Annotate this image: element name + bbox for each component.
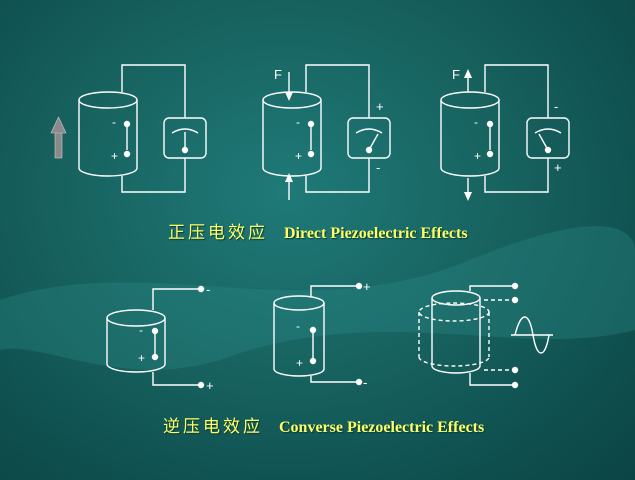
force-label: F (452, 67, 460, 82)
direct-effect-caption: 正压电效应 Direct Piezoelectric Effects (168, 218, 468, 243)
terminal (197, 381, 205, 389)
wire (152, 288, 200, 310)
direct-effect-2: - + + - F (262, 64, 391, 200)
terminal (511, 282, 519, 290)
meter (347, 117, 391, 159)
meter (163, 117, 207, 159)
minus-label: - (554, 99, 558, 114)
up-arrow-icon (285, 173, 293, 200)
wire (305, 64, 370, 118)
terminal (511, 366, 519, 374)
converse-caption-cn: 逆压电效应 (163, 417, 263, 437)
minus-label: - (363, 375, 367, 390)
sine-wave-icon (511, 316, 553, 354)
down-arrow-icon (464, 178, 472, 201)
cylinder (431, 290, 481, 374)
converse-effect-2: - + + - (273, 279, 371, 390)
down-arrow-icon (285, 72, 293, 101)
minus-label: - (112, 115, 116, 129)
terminal (511, 296, 519, 304)
minus-label: - (139, 323, 143, 337)
plus-label: + (295, 149, 302, 163)
converse-effect-3 (418, 282, 553, 389)
terminal (355, 282, 363, 290)
charge-switch (151, 327, 159, 361)
wire (469, 285, 514, 291)
wire (310, 285, 358, 296)
wire (469, 373, 514, 386)
terminal (197, 285, 205, 293)
charge-switch (486, 120, 494, 158)
plus-label: + (376, 99, 384, 114)
converse-effect-caption: 逆压电效应 Converse Piezoelectric Effects (163, 412, 484, 437)
cylinder (440, 91, 500, 177)
minus-label: - (206, 282, 210, 297)
force-label: F (274, 67, 282, 82)
terminal (355, 378, 363, 386)
plus-label: + (206, 378, 214, 393)
direct-caption-cn: 正压电效应 (168, 223, 268, 243)
dashed-cylinder (418, 302, 490, 367)
direct-caption-en: Direct Piezoelectric Effects (284, 225, 468, 242)
charge-switch (307, 120, 315, 158)
cylinder (273, 295, 325, 377)
direct-effect-1: - + (50, 64, 207, 193)
terminal (511, 381, 519, 389)
wire (310, 376, 358, 383)
wire (484, 158, 549, 193)
plus-label: + (554, 160, 562, 175)
direct-effect-3: - + - + F (440, 64, 570, 201)
plus-label: + (474, 149, 481, 163)
wire (121, 158, 186, 193)
wire (305, 158, 370, 193)
plus-label: + (111, 149, 118, 163)
up-arrow-icon (464, 69, 472, 92)
minus-label: - (296, 319, 300, 333)
charge-switch (309, 326, 317, 365)
charge-switch (123, 120, 131, 158)
plus-label: + (296, 356, 303, 370)
wire (152, 372, 200, 386)
plus-label: + (138, 351, 145, 365)
plus-label: + (363, 279, 371, 294)
meter (526, 117, 570, 159)
cylinder (78, 91, 138, 177)
minus-label: - (474, 115, 478, 129)
wire (121, 64, 186, 118)
converse-effect-1: - + - + (106, 282, 214, 393)
converse-caption-en: Converse Piezoelectric Effects (279, 419, 485, 436)
cylinder (262, 91, 322, 177)
cylinder (106, 309, 166, 373)
minus-label: - (296, 115, 300, 129)
minus-label: - (376, 160, 380, 175)
wire (484, 64, 549, 118)
up-arrow (50, 116, 67, 159)
